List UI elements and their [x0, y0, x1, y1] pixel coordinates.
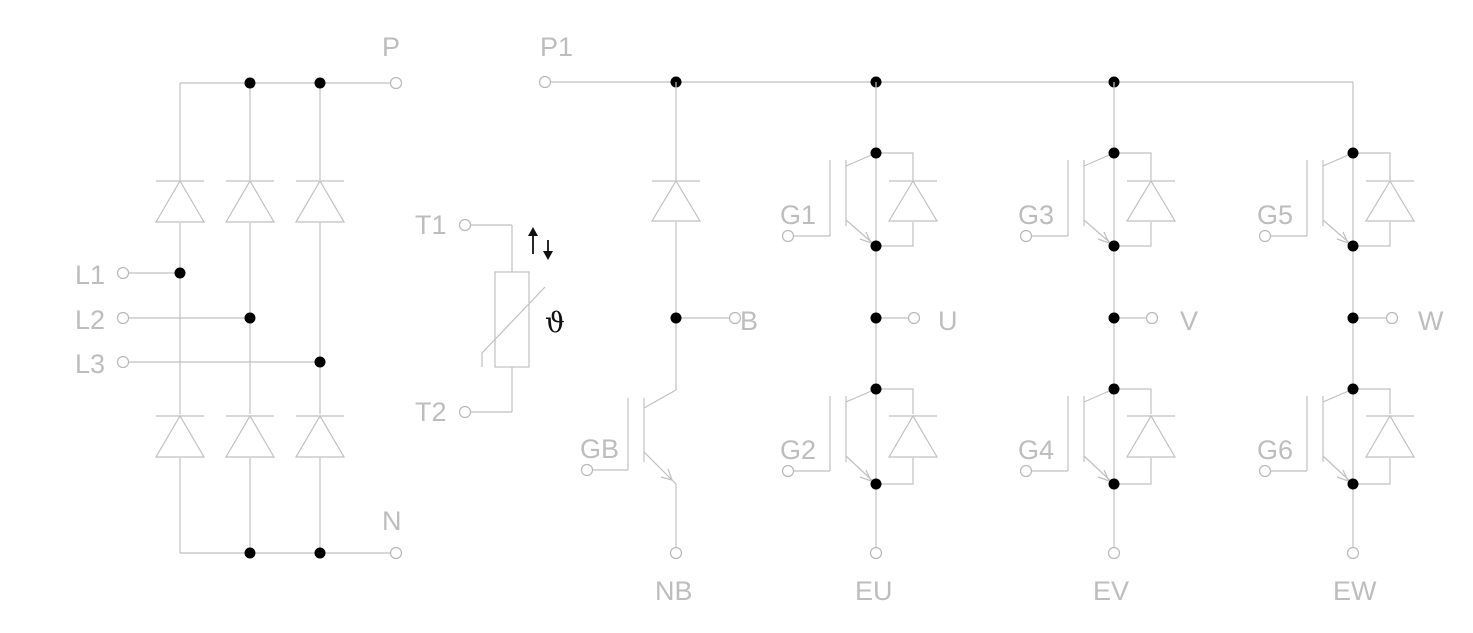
- node: [314, 356, 326, 368]
- node: [1347, 478, 1359, 490]
- label-w: W: [1418, 306, 1444, 336]
- label-b: B: [740, 306, 758, 336]
- terminal-g1: [781, 229, 795, 243]
- node: [1347, 383, 1359, 395]
- terminal-w: [1385, 311, 1399, 325]
- terminal-t1: [458, 218, 472, 232]
- brake-chopper: B GB NB: [580, 82, 758, 606]
- label-eu: EU: [855, 576, 893, 606]
- node: [870, 478, 882, 490]
- label-p: P: [382, 32, 400, 62]
- label-t1: T1: [415, 210, 447, 240]
- diode-upper-1: [154, 179, 206, 223]
- node: [1347, 240, 1359, 252]
- label-g1: G1: [780, 200, 816, 230]
- node: [1108, 383, 1120, 395]
- terminal-g5: [1258, 229, 1272, 243]
- node: [1108, 312, 1120, 324]
- label-ew: EW: [1333, 576, 1377, 606]
- label-g2: G2: [780, 435, 816, 465]
- diode-lower-2: [224, 414, 276, 458]
- node: [244, 547, 256, 559]
- label-l2: L2: [75, 305, 105, 335]
- node: [870, 383, 882, 395]
- node: [244, 312, 256, 324]
- terminal-ev: [1107, 546, 1121, 560]
- label-gb: GB: [580, 434, 619, 464]
- label-v: V: [1180, 306, 1198, 336]
- label-g3: G3: [1018, 200, 1054, 230]
- label-l1: L1: [75, 260, 105, 290]
- inverter-section: P1 B GB NB: [538, 32, 1444, 606]
- terminal-p: [389, 76, 403, 90]
- temperature-arrows-icon: [528, 227, 553, 260]
- thermistor-symbol: ϑ: [545, 306, 565, 339]
- terminal-g6: [1258, 464, 1272, 478]
- label-l3: L3: [75, 349, 105, 379]
- node: [870, 240, 882, 252]
- node: [244, 77, 256, 89]
- diode-lower-1: [154, 414, 206, 458]
- phase-v: G3 G4 V EV: [1018, 82, 1198, 606]
- terminal-gb: [580, 463, 594, 477]
- node: [1347, 147, 1359, 159]
- terminal-eu: [869, 546, 883, 560]
- label-p1: P1: [540, 32, 573, 62]
- label-g6: G6: [1257, 435, 1293, 465]
- node: [174, 267, 186, 279]
- diode-lower-3: [294, 414, 346, 458]
- node: [1108, 147, 1120, 159]
- node: [314, 77, 326, 89]
- thermistor-slope: [481, 286, 546, 367]
- label-g4: G4: [1018, 435, 1054, 465]
- node: [870, 312, 882, 324]
- node: [1108, 478, 1120, 490]
- node: [670, 312, 682, 324]
- phase-w: G5 G6 W EW: [1257, 82, 1444, 606]
- node: [1108, 240, 1120, 252]
- diode-upper-2: [224, 179, 276, 223]
- label-n: N: [382, 506, 402, 536]
- terminal-p1: [538, 75, 552, 89]
- terminal-ew: [1346, 546, 1360, 560]
- terminal-l3: [116, 355, 130, 369]
- terminal-g2: [781, 464, 795, 478]
- node: [870, 147, 882, 159]
- label-t2: T2: [415, 397, 447, 427]
- phase-u: G1 G2 U EU: [780, 82, 958, 606]
- terminal-nb: [669, 546, 683, 560]
- label-u: U: [938, 306, 958, 336]
- node: [314, 547, 326, 559]
- diode-upper-3: [294, 179, 346, 223]
- terminal-n: [389, 546, 403, 560]
- terminal-b: [728, 311, 742, 325]
- terminal-l1: [116, 266, 130, 280]
- label-g5: G5: [1257, 200, 1293, 230]
- thermistor: ϑ T1 T2: [415, 210, 565, 427]
- terminal-t2: [458, 405, 472, 419]
- terminal-v: [1145, 311, 1159, 325]
- terminal-u: [907, 311, 921, 325]
- label-nb: NB: [655, 576, 693, 606]
- terminal-l2: [116, 311, 130, 325]
- rectifier-bridge: P N L1 L2 L3: [75, 32, 403, 560]
- label-ev: EV: [1093, 576, 1129, 606]
- terminal-g3: [1019, 229, 1033, 243]
- terminal-g4: [1019, 464, 1033, 478]
- node: [1347, 312, 1359, 324]
- thermistor-body: [494, 271, 530, 368]
